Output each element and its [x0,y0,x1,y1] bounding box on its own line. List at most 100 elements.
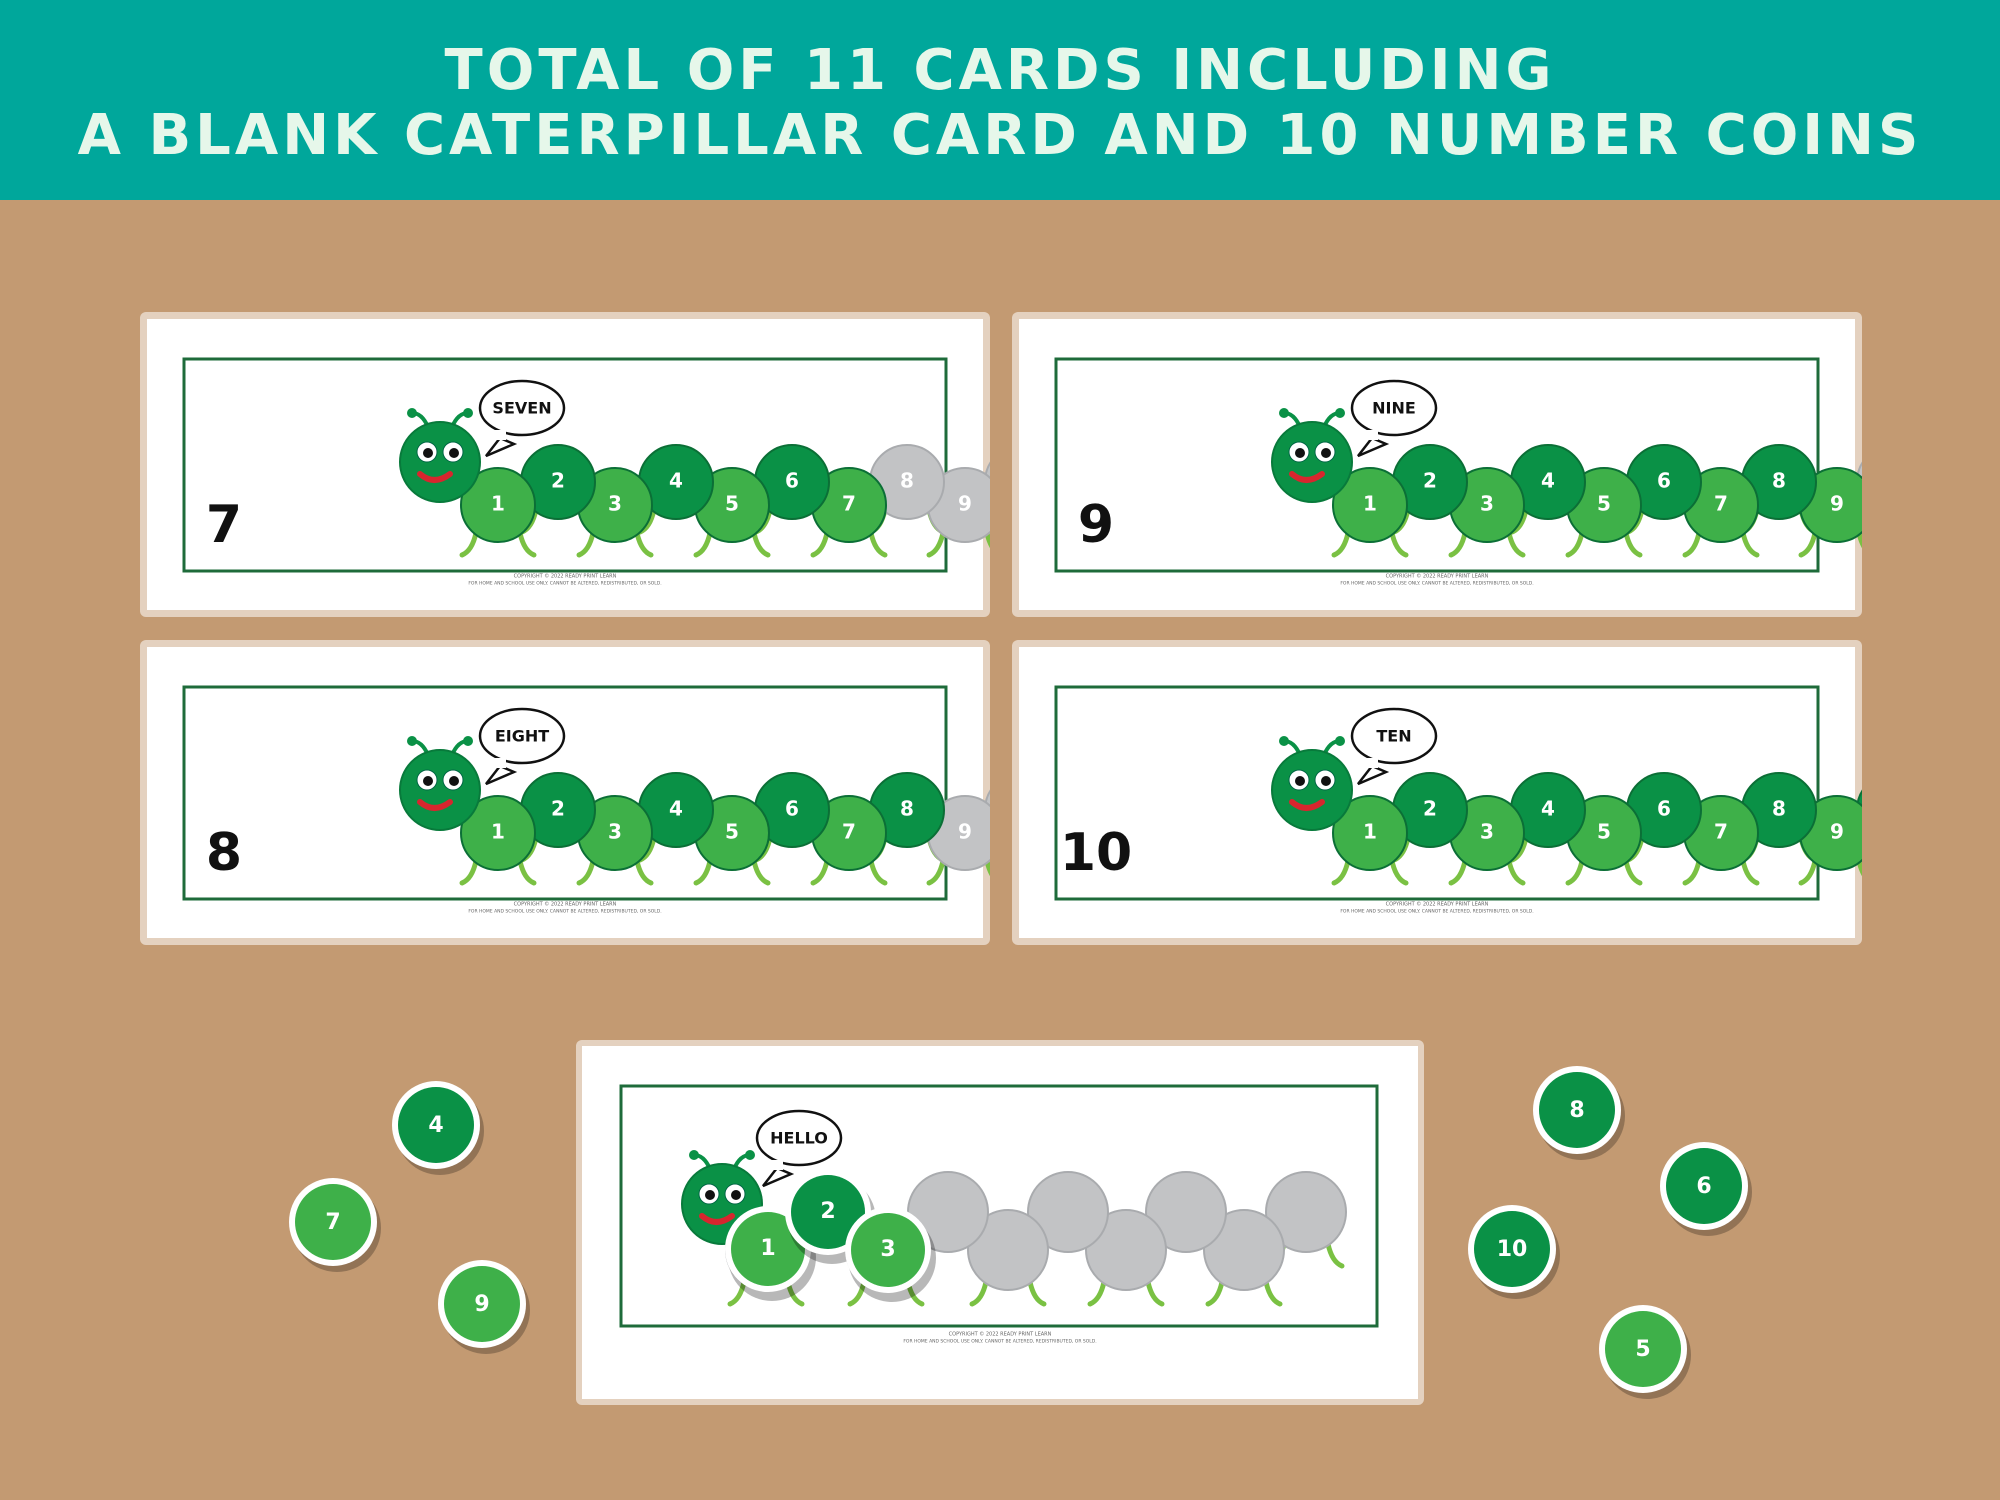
caterpillar-legs-icon [576,530,654,558]
card-numeral: 7 [206,495,242,555]
speech-bubble-word: EIGHT [495,727,549,746]
caterpillar-segment: 7 [811,795,887,871]
segment-number: 1 [491,492,505,516]
segment-number: 4 [1541,469,1555,493]
caterpillar-legs-icon [810,530,888,558]
speech-bubble-word: NINE [1372,399,1416,418]
number-coin[interactable]: 4 [388,1077,488,1181]
caterpillar-legs-icon [1087,1279,1165,1307]
segment-number: 3 [1480,492,1494,516]
segment-number: 6 [785,469,799,493]
segment-number: 2 [551,469,565,493]
caterpillar-segment: 2 [520,444,596,520]
segment-number: 5 [725,820,739,844]
speech-bubble: NINE [1350,379,1438,458]
segment-number: 9 [1830,492,1844,516]
caterpillar-card-eight[interactable]: 810987654321EIGHTCOPYRIGHT © 2022 READY … [140,640,1061,949]
segment-number: 2 [1423,469,1437,493]
number-coin[interactable]: 6 [1656,1138,1756,1242]
speech-bubble: EIGHT [478,707,566,786]
caterpillar-segment: 3 [1449,795,1525,871]
banner-title-line-1: TOTAL OF 11 CARDS INCLUDING [444,38,1556,103]
blank-segment [1145,1171,1227,1253]
segment-number: 3 [608,820,622,844]
segment-number: 4 [669,469,683,493]
caterpillar-legs-icon [459,858,537,886]
speech-bubble: TEN [1350,707,1438,786]
segment-number: 5 [1597,820,1611,844]
caterpillar-segment: 6 [1626,444,1702,520]
copyright-line-1: COPYRIGHT © 2022 READY PRINT LEARN [514,573,617,580]
caterpillar-legs-icon [576,858,654,886]
coin-number: 2 [820,1199,835,1224]
copyright-line-2: FOR HOME AND SCHOOL USE ONLY. CANNOT BE … [903,1339,1096,1345]
blank-segment [1203,1209,1285,1291]
segment-number: 2 [551,797,565,821]
coin-number: 3 [880,1237,895,1262]
copyright-line-1: COPYRIGHT © 2022 READY PRINT LEARN [949,1331,1052,1338]
segment-number: 8 [900,797,914,821]
caterpillar-legs-icon [810,858,888,886]
caterpillar-segment: 1 [460,795,536,871]
coin-number: 1 [760,1236,775,1261]
number-coin[interactable]: 8 [1529,1062,1629,1166]
blank-segment [1027,1171,1109,1253]
segment-number: 1 [1363,820,1377,844]
caterpillar-legs-icon [1205,1279,1283,1307]
copyright-line-2: FOR HOME AND SCHOOL USE ONLY. CANNOT BE … [1340,581,1533,587]
caterpillar-segment: 2 [520,772,596,848]
placed-number-coin[interactable]: 3 [845,1207,936,1302]
caterpillar-legs-icon [459,530,537,558]
card-numeral: 9 [1078,495,1114,555]
coin-number: 7 [325,1210,340,1235]
number-coin[interactable]: 9 [434,1256,534,1360]
number-coin[interactable]: 7 [285,1174,385,1278]
copyright-line-1: COPYRIGHT © 2022 READY PRINT LEARN [1386,901,1489,908]
copyright-line-2: FOR HOME AND SCHOOL USE ONLY. CANNOT BE … [1340,909,1533,915]
caterpillar-segment: 6 [754,444,830,520]
segment-number: 5 [1597,492,1611,516]
banner-title-line-2: A BLANK CATERPILLAR CARD AND 10 NUMBER C… [77,103,1923,168]
number-coin[interactable]: 5 [1595,1301,1695,1405]
caterpillar-segment: 7 [811,467,887,543]
caterpillar-legs-icon [969,1279,1047,1307]
copyright-line-1: COPYRIGHT © 2022 READY PRINT LEARN [1386,573,1489,580]
caterpillar-legs-icon [1565,530,1643,558]
caterpillar-head-icon [399,736,481,831]
caterpillar-legs-icon [1682,858,1760,886]
caterpillar-segment: 4 [1510,772,1586,848]
caterpillar-card-nine[interactable]: 910987654321NINECOPYRIGHT © 2022 READY P… [1012,312,1933,621]
copyright-line-2: FOR HOME AND SCHOOL USE ONLY. CANNOT BE … [468,909,661,915]
caterpillar-card-seven[interactable]: 710987654321SEVENCOPYRIGHT © 2022 READY … [140,312,1061,621]
caterpillar-segment: 6 [754,772,830,848]
segment-number: 9 [958,492,972,516]
segment-number: 7 [842,492,856,516]
blank-segment [1085,1209,1167,1291]
title-banner: TOTAL OF 11 CARDS INCLUDING A BLANK CATE… [0,0,2000,200]
caterpillar-segment: 1 [1332,795,1408,871]
caterpillar-segment: 8 [1741,444,1817,520]
segment-number: 3 [608,492,622,516]
segment-number: 9 [958,820,972,844]
coin-number: 8 [1569,1098,1584,1123]
segment-number: 7 [1714,820,1728,844]
number-coin[interactable]: 10 [1464,1201,1564,1305]
segment-number: 9 [1830,820,1844,844]
copyright-line-2: FOR HOME AND SCHOOL USE ONLY. CANNOT BE … [468,581,661,587]
coin-number: 10 [1497,1237,1528,1262]
caterpillar-card-ten[interactable]: 1010987654321TENCOPYRIGHT © 2022 READY P… [1012,640,1933,949]
caterpillar-legs-icon [693,858,771,886]
caterpillar-segment: 3 [577,795,653,871]
speech-bubble-word: TEN [1376,727,1411,746]
card-numeral: 8 [206,823,242,883]
speech-bubble-word: SEVEN [492,399,551,418]
caterpillar-legs-icon [1448,530,1526,558]
caterpillar-segment: 8 [869,444,945,520]
segment-number: 4 [1541,797,1555,821]
caterpillar-segment: 1 [1332,467,1408,543]
blank-segment [967,1209,1049,1291]
blank-segment [1265,1171,1347,1253]
caterpillar-segment: 7 [1683,467,1759,543]
segment-number: 7 [842,820,856,844]
